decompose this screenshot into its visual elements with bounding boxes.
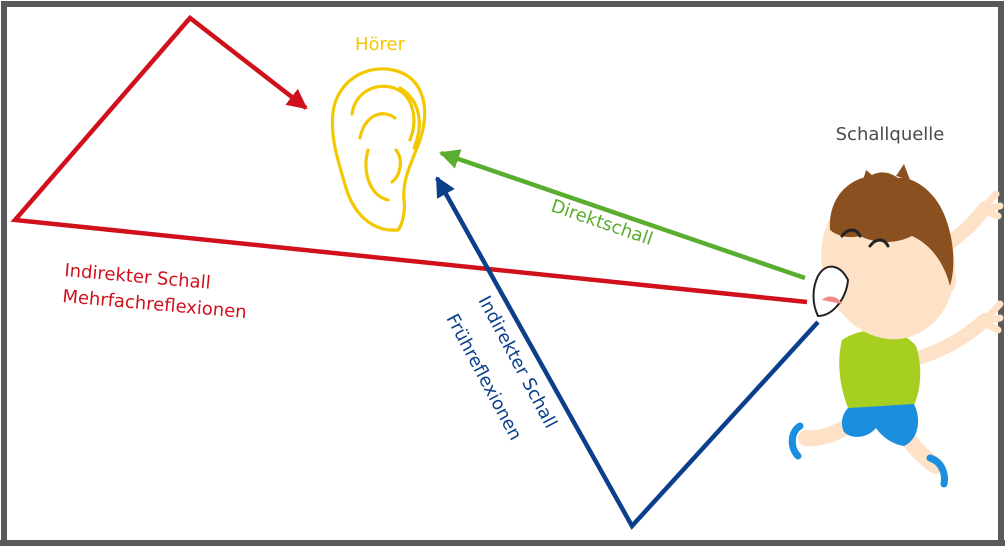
direct-sound-path [439, 149, 806, 281]
indirect-multiple-label-line2: Mehrfachreflexionen [62, 286, 248, 323]
listener-label: Hörer [355, 34, 406, 55]
ear-icon [330, 67, 427, 232]
room-floor [0, 540, 1005, 546]
source-label: Schallquelle [836, 124, 945, 145]
early-reflection-path [435, 176, 820, 530]
multiple-reflection-path [10, 14, 808, 305]
running-child-icon [788, 164, 1004, 488]
